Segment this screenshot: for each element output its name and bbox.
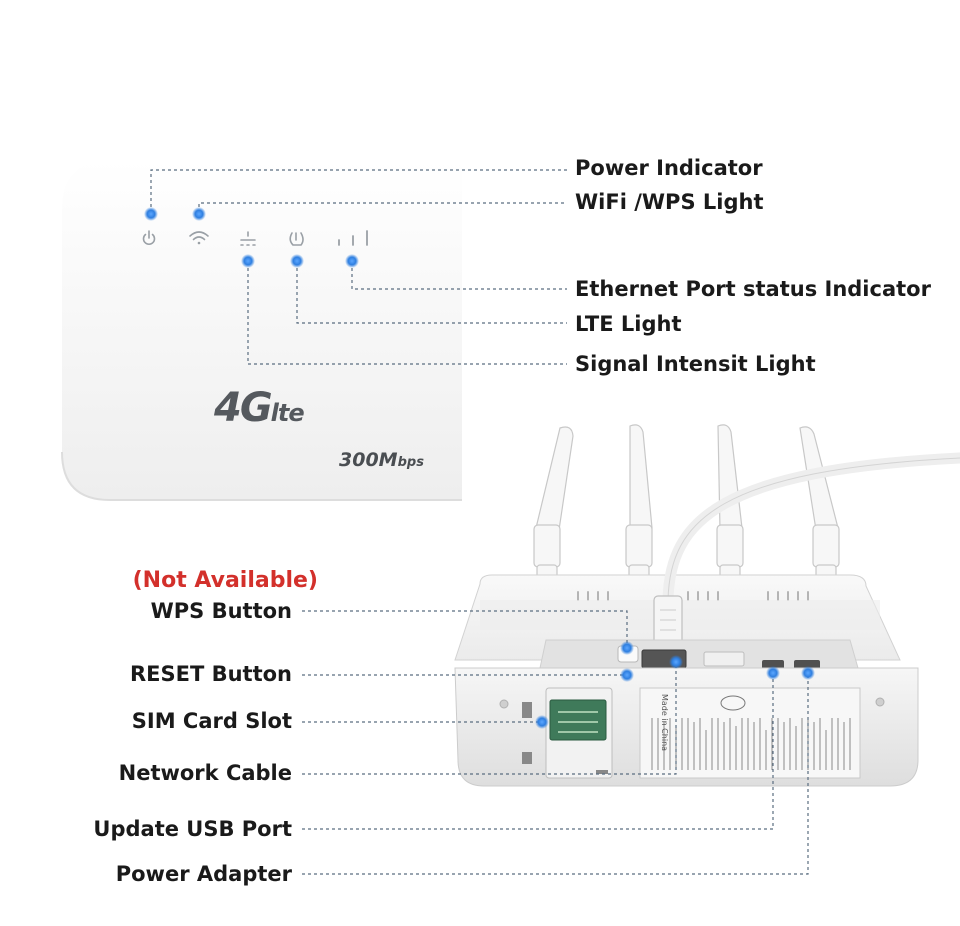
dot-signal: [241, 254, 255, 268]
leader-power-adapter: [302, 672, 809, 875]
brand-speed-unit: bps: [397, 455, 424, 470]
power-icon: [142, 230, 156, 246]
brand-4g-lte: 4Glte: [214, 385, 305, 431]
router-front-panel: [61, 160, 462, 501]
made-in-label: Made in China: [660, 694, 669, 751]
label-usb-port: Update USB Port: [93, 817, 292, 841]
sim-card-holder: [549, 699, 607, 741]
label-power-indicator: Power Indicator: [575, 156, 763, 180]
dot-lte: [290, 254, 304, 268]
vent-slots: [577, 591, 809, 601]
leader-ethernet-status: [351, 262, 567, 290]
dot-sim-slot: [535, 715, 549, 729]
lte-icon: [289, 232, 304, 246]
label-ethernet-status: Ethernet Port status Indicator: [575, 277, 931, 301]
dot-reset-button: [620, 668, 634, 682]
leader-signal-light: [247, 262, 567, 365]
dot-ethernet: [345, 254, 359, 268]
label-power-adapter: Power Adapter: [115, 862, 292, 886]
leader-network-cable: [302, 664, 677, 775]
rj45-connector: [653, 595, 683, 647]
dot-wifi-wps: [192, 207, 206, 221]
label-network-cable: Network Cable: [118, 761, 292, 785]
brand-speed-text: 300M: [339, 449, 398, 471]
dot-power-indicator: [144, 207, 158, 221]
dot-wps-button: [620, 641, 634, 655]
leader-lte-light: [296, 262, 567, 324]
brand-lte-text: lte: [270, 399, 305, 427]
label-not-available: (Not Available): [132, 568, 318, 593]
dot-network-cable: [669, 655, 683, 669]
leader-lines: [150, 169, 809, 875]
leader-wps-button: [302, 610, 628, 645]
ethernet-icon: [240, 231, 256, 246]
label-wps-button: WPS Button: [150, 599, 292, 623]
router-rear-panel: Made in China: [454, 424, 960, 787]
label-signal-light: Signal Intensit Light: [575, 352, 816, 376]
label-wifi-wps-light: WiFi /WPS Light: [575, 190, 764, 214]
callout-dots: [144, 207, 815, 729]
leader-power-indicator: [150, 169, 567, 213]
signal-bars-icon: [338, 230, 368, 246]
antennas: [533, 424, 840, 586]
brand-speed: 300Mbps: [339, 451, 424, 470]
leader-usb-port: [302, 672, 774, 830]
dot-power-adapter: [801, 666, 815, 680]
brand-4g-text: 4G: [214, 385, 273, 431]
product-label: Made in China: [639, 687, 861, 779]
dot-usb-port: [766, 666, 780, 680]
label-sim-slot: SIM Card Slot: [131, 709, 292, 733]
label-lte-light: LTE Light: [575, 312, 682, 336]
wifi-icon: [189, 231, 209, 245]
label-reset-button: RESET Button: [129, 662, 292, 686]
